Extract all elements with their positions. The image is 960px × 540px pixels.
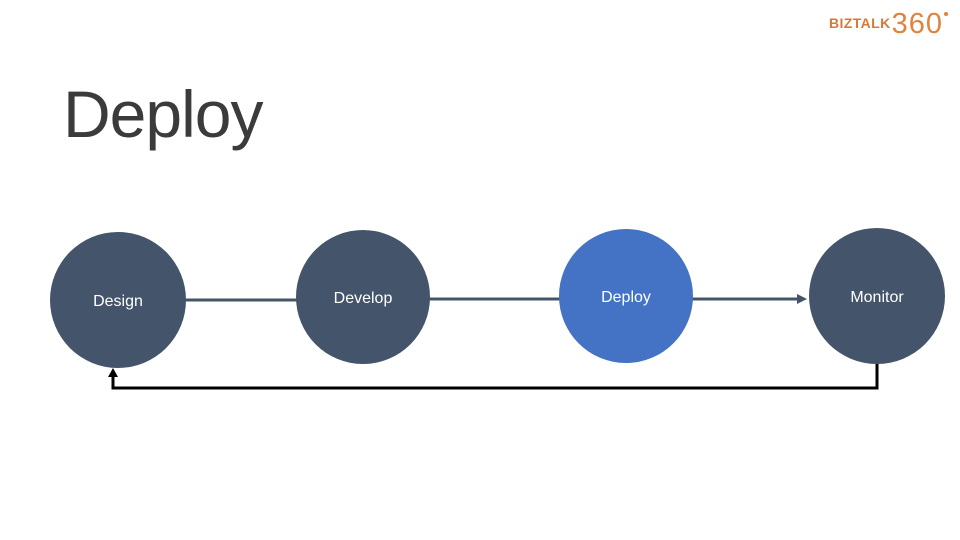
logo-trademark-dot-icon (944, 12, 948, 16)
step-circle-deploy (559, 229, 693, 363)
slide-title: Deploy (63, 77, 263, 151)
step-circle-design (50, 232, 186, 368)
step-circle-monitor (809, 228, 945, 364)
step-label-design: Design (93, 293, 143, 310)
biztalk360-logo: BIZTALK 360 (829, 10, 948, 39)
logo-suffix-text: 360 (891, 8, 943, 40)
step-label-deploy: Deploy (601, 289, 651, 306)
feedback-loop-arrow (108, 360, 879, 390)
logo-brand-text: BIZTALK (828, 15, 891, 31)
step-circle-develop (296, 230, 430, 364)
step-label-monitor: Monitor (850, 289, 904, 306)
step-label-develop: Develop (334, 290, 393, 307)
